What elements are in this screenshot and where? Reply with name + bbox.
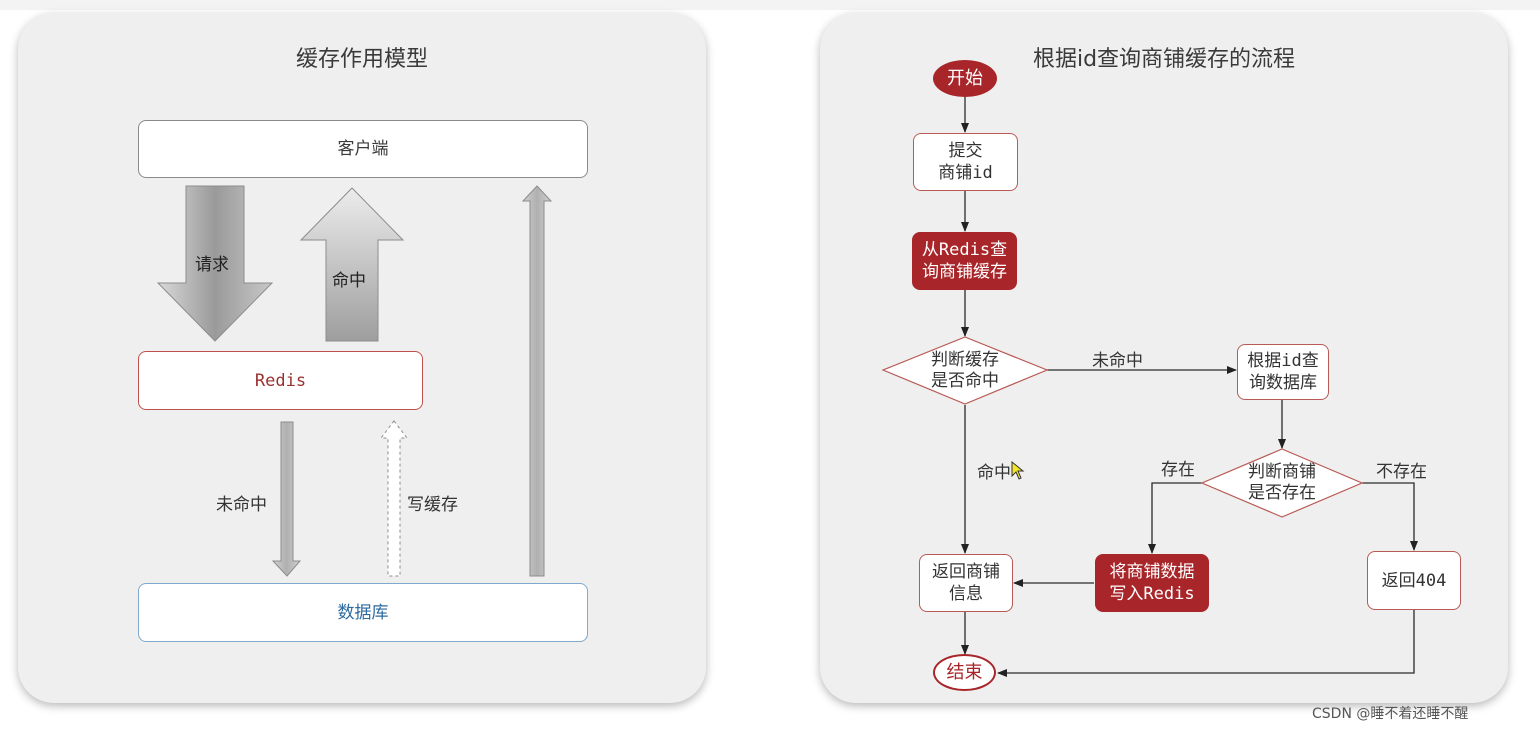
judge-cache-text: 判断缓存 是否命中 — [905, 350, 1025, 392]
return-info-line-2: 信息 — [949, 584, 983, 604]
judge-shop-diamond — [1200, 448, 1364, 518]
exists-branch-line — [1148, 482, 1202, 554]
end-node: 结束 — [933, 654, 996, 691]
return-404-node: 返回404 — [1367, 551, 1461, 610]
submit-line-1: 提交 — [948, 141, 983, 161]
not-exists-label: 不存在 — [1376, 462, 1427, 482]
write-redis-line-2: 写入Redis — [1109, 584, 1195, 604]
flow-hit-label: 命中 — [977, 463, 1011, 483]
hit-arrow — [299, 187, 405, 342]
mouse-cursor-icon — [1011, 461, 1025, 480]
database-box: 数据库 — [138, 583, 588, 642]
return-shop-info-node: 返回商铺信息 — [919, 554, 1013, 612]
miss-label: 未命中 — [216, 495, 267, 515]
redis-box: Redis — [138, 351, 423, 410]
miss-arrow — [271, 421, 302, 577]
cache-model-title: 缓存作用模型 — [295, 47, 428, 72]
query-redis-node: 从Redis查询商铺缓存 — [912, 232, 1017, 290]
judge-cache-line-1: 判断缓存 — [931, 350, 999, 370]
query-redis-line-1: 从Redis查 — [921, 240, 1008, 260]
judge-shop-line-1: 判断商铺 — [1248, 462, 1316, 482]
flow-miss-label: 未命中 — [1092, 351, 1143, 371]
query-db-line-1: 根据id查 — [1247, 351, 1319, 371]
404-to-end-line — [997, 610, 1415, 677]
not-exists-branch-line — [1362, 482, 1418, 551]
request-label: 请求 — [195, 255, 229, 275]
judge-shop-line-2: 是否存在 — [1248, 483, 1316, 503]
query-db-line-2: 询数据库 — [1248, 373, 1317, 393]
start-node: 开始 — [933, 60, 997, 97]
query-flow-title: 根据id查询商铺缓存的流程 — [1032, 47, 1296, 72]
query-db-node: 根据id查询数据库 — [1237, 344, 1329, 400]
client-box: 客户端 — [138, 120, 588, 178]
exists-label: 存在 — [1161, 460, 1195, 480]
request-arrow — [156, 185, 274, 342]
hit-label: 命中 — [332, 271, 366, 291]
write-cache-label: 写缓存 — [407, 495, 458, 515]
judge-cache-line-2: 是否命中 — [931, 371, 999, 391]
return-info-line-1: 返回商铺 — [932, 562, 1000, 582]
db-to-client-arrow — [521, 185, 553, 577]
judge-shop-text: 判断商铺 是否存在 — [1222, 462, 1342, 504]
query-redis-line-2: 询商铺缓存 — [922, 262, 1007, 282]
write-cache-arrow — [379, 420, 409, 577]
top-strip — [0, 0, 1540, 10]
write-redis-line-1: 将商铺数据 — [1109, 562, 1195, 582]
write-redis-node: 将商铺数据写入Redis — [1095, 554, 1209, 612]
judge-cache-diamond — [881, 336, 1049, 405]
csdn-watermark: CSDN @睡不着还睡不醒 — [1312, 706, 1469, 722]
submit-shop-id-node: 提交商铺id — [913, 133, 1018, 191]
submit-line-2: 商铺id — [938, 163, 993, 183]
